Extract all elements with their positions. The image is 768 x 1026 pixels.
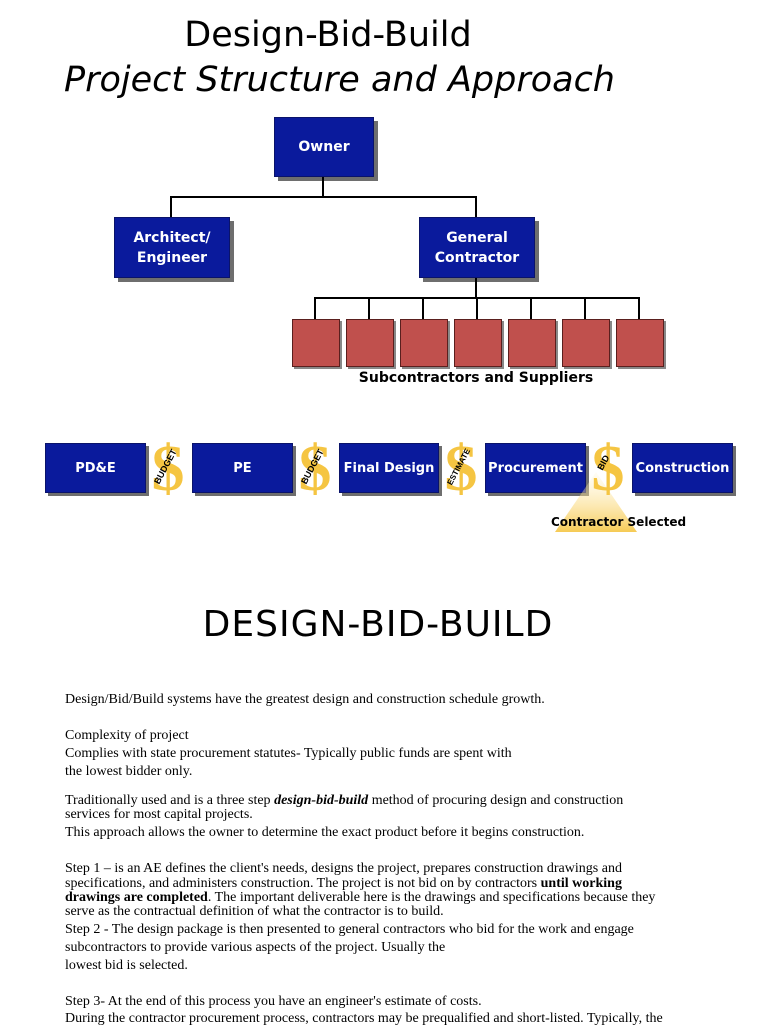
gc-label-line1: General	[446, 229, 508, 246]
subcontractor-box	[454, 319, 502, 367]
owner-box: Owner	[274, 117, 374, 177]
intro-paragraph: Design/Bid/Build systems have the greate…	[65, 692, 545, 707]
complies-line-2: the lowest bidder only.	[65, 764, 193, 779]
section-heading: DESIGN-BID-BUILD	[202, 604, 554, 645]
step-pe-box: PE	[192, 443, 293, 493]
architect-label-line1: Architect/	[133, 229, 211, 246]
step-pe-label: PE	[233, 460, 252, 476]
subcontractor-box	[508, 319, 556, 367]
spotlight-beam	[555, 472, 637, 532]
estimate-dollar-icon: $ ESTIMATE	[445, 432, 478, 500]
subcontractor-box	[346, 319, 394, 367]
traditional-line-2: services for most capital projects.	[65, 807, 253, 822]
page-subtitle: Project Structure and Approach	[64, 60, 615, 100]
subcontractor-box	[292, 319, 340, 367]
step-final-design-box: Final Design	[339, 443, 439, 493]
step-procurement-label: Procurement	[488, 460, 583, 476]
step-pde-box: PD&E	[45, 443, 146, 493]
traditional-line-1: Traditionally used and is a three step d…	[65, 793, 624, 808]
traditional-line-3: This approach allows the owner to determ…	[65, 825, 585, 840]
connector-line	[530, 297, 532, 319]
step1-line-4: serve as the contractual definition of w…	[65, 904, 444, 919]
complies-line-1: Complies with state procurement statutes…	[65, 746, 512, 761]
connector-line	[476, 297, 478, 319]
owner-label: Owner	[298, 139, 350, 155]
connector-line	[584, 297, 586, 319]
contractor-selected-label: Contractor Selected	[551, 515, 687, 529]
step-construction-box: Construction	[632, 443, 733, 493]
step-construction-label: Construction	[635, 460, 730, 476]
step1-line-2: specifications, and administers construc…	[65, 876, 622, 891]
subcontractor-box	[562, 319, 610, 367]
svg-text:$: $	[299, 432, 332, 500]
connector-line	[422, 297, 424, 319]
step3-line-1: Step 3- At the end of this process you h…	[65, 994, 482, 1009]
svg-text:$: $	[445, 432, 478, 500]
connector-line	[638, 297, 640, 319]
connector-line	[322, 177, 324, 197]
page-title: Design-Bid-Build	[184, 15, 472, 55]
step-pde-label: PD&E	[75, 460, 116, 476]
step1-line-1: Step 1 – is an AE defines the client's n…	[65, 861, 622, 876]
svg-text:$: $	[152, 432, 185, 500]
step2-line-2: subcontractors to provide various aspect…	[65, 940, 446, 955]
step3-line-2: During the contractor procurement proces…	[65, 1011, 663, 1026]
connector-line	[170, 196, 477, 198]
connector-line	[170, 196, 172, 218]
architect-label-line2: Engineer	[136, 249, 208, 266]
architect-engineer-box: Architect/Engineer	[114, 217, 230, 278]
connector-line	[475, 196, 477, 218]
connector-line	[368, 297, 370, 319]
connector-line	[475, 278, 477, 298]
svg-text:$: $	[592, 432, 625, 500]
step1-line-3: drawings are completed. The important de…	[65, 890, 656, 905]
step-final-design-label: Final Design	[343, 460, 435, 476]
complexity-line: Complexity of project	[65, 728, 189, 743]
step2-line-3: lowest bid is selected.	[65, 958, 188, 973]
budget-dollar-icon: $ BUDGET	[152, 432, 185, 500]
connector-line	[314, 297, 316, 319]
step-procurement-box: Procurement	[485, 443, 586, 493]
budget-dollar-icon: $ BUDGET	[299, 432, 332, 500]
step2-line-1: Step 2 - The design package is then pres…	[65, 922, 634, 937]
gc-label-line2: Contractor	[434, 249, 520, 266]
subcontractor-box	[616, 319, 664, 367]
subcontractor-box	[400, 319, 448, 367]
subcontractors-label: Subcontractors and Suppliers	[358, 370, 594, 386]
bid-dollar-icon: $ BID	[592, 432, 625, 500]
